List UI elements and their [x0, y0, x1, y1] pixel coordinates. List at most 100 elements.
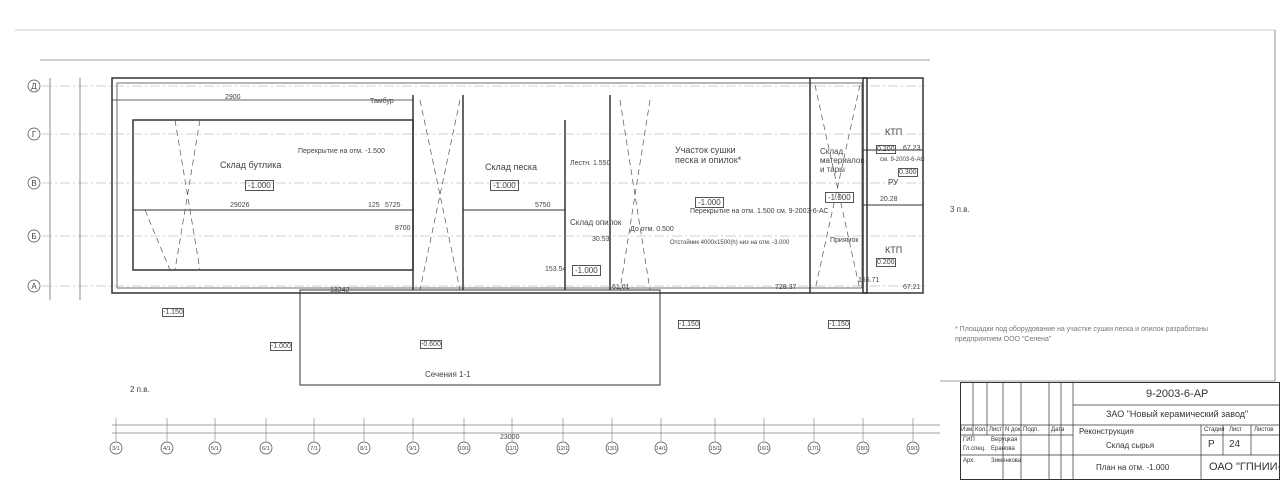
annotation: Перекрытие на отм. -1.500 — [298, 148, 385, 155]
row-axis-label: А — [31, 282, 37, 291]
role-cell: ГИП — [963, 437, 975, 443]
level-marker: 0.200 — [876, 145, 896, 154]
annotation: Приямок — [830, 237, 859, 244]
room-label: Склад опилок — [570, 218, 622, 227]
level-marker: -1.000 — [270, 342, 292, 351]
column-axis-bubble — [208, 441, 222, 455]
row-axis-bubble — [27, 79, 41, 93]
dimension: 153.54 — [545, 266, 567, 273]
level-marker: 0.300 — [898, 168, 918, 177]
drawing-code: 9-2003-6-АР — [1146, 388, 1209, 400]
stage-label: Стадия — [1204, 427, 1225, 433]
level-marker: -1.000 — [695, 197, 724, 208]
dimension: 5750 — [535, 202, 551, 209]
column-axis-label: 15/1 — [710, 446, 721, 452]
sheet-title: План на отм. -1.000 — [1096, 463, 1170, 472]
level-marker: -1.150 — [828, 320, 850, 329]
client-name: ЗАО "Новый керамический завод" — [1106, 409, 1249, 419]
column-axis-label: 7/1 — [310, 446, 318, 452]
column-axis-bubble — [807, 441, 821, 455]
annotation: Отстойник 4000x1500(h) низ на отм. -3.00… — [670, 240, 790, 246]
level-marker: -1.000 — [245, 180, 274, 191]
column-axis-bubble — [357, 441, 371, 455]
dimension: 61.01 — [612, 284, 630, 291]
column-axis-bubble — [259, 441, 273, 455]
level-marker: -1.000 — [490, 180, 519, 191]
column-axis-bubble — [906, 441, 920, 455]
dimension: 8700 — [395, 225, 411, 232]
column-axis-label: 19/1 — [908, 446, 919, 452]
dimension: 67.21 — [903, 284, 921, 291]
column-axis-bubble — [160, 441, 174, 455]
column-axis-bubble — [307, 441, 321, 455]
annotation: Лестн. 1.550 — [570, 160, 611, 167]
room-label: КТП — [885, 127, 903, 137]
level-marker: -1.150 — [162, 308, 184, 317]
dimension: 155.71 — [858, 277, 880, 284]
annotation: см. 9-2003-6-АС — [880, 157, 925, 163]
column-axis-label: 17/1 — [809, 446, 820, 452]
role-cell: Гл.спец. — [963, 446, 986, 452]
column-axis-label: 11/1 — [507, 446, 517, 452]
stage-value: Р — [1208, 439, 1215, 450]
column-axis-bubble — [757, 441, 771, 455]
row-axis-bubble — [27, 176, 41, 190]
column-axis-label: 16/1 — [759, 446, 770, 452]
organization: ОАО "ГПНИИ-5" — [1209, 461, 1280, 473]
row-axis-bubble — [27, 279, 41, 293]
column-axis-bubble — [556, 441, 570, 455]
title-block: 9-2003-6-АР ЗАО "Новый керамический заво… — [960, 382, 1280, 480]
dimension: 13242 — [330, 287, 350, 294]
dimension: 728.37 — [775, 284, 797, 291]
annotation: Перекрытие на отм. 1.500 см. 9-2003-6-АС — [690, 208, 829, 215]
name-cell: Еранова — [991, 446, 1015, 452]
dimension: 20.28 — [880, 196, 898, 203]
column-axis-label: 10/1 — [459, 446, 470, 452]
room-label: РУ — [888, 178, 899, 187]
row-axis-label: В — [31, 179, 36, 188]
room-label: КТП — [885, 245, 903, 255]
header-cell: Изм. — [961, 427, 974, 433]
column-axis-bubble — [505, 441, 519, 455]
column-axis-label: 8/1 — [360, 446, 368, 452]
name-cell: Веруцкая — [991, 437, 1018, 443]
row-axis-bubble — [27, 229, 41, 243]
level-marker: -1.000 — [825, 192, 854, 203]
dimension: 5725 — [385, 202, 401, 209]
level-marker: 0.200 — [876, 258, 896, 267]
level-marker: -1.150 — [678, 320, 700, 329]
column-axis-label: 6/1 — [262, 446, 270, 452]
dimension: 67.23 — [903, 145, 921, 152]
column-axis-label: 4/1 — [163, 446, 171, 452]
column-axis-bubble — [457, 441, 471, 455]
dimension: 29026 — [230, 202, 250, 209]
general-note: * Площадки под оборудование на участке с… — [955, 326, 1209, 343]
column-axis-bubble — [406, 441, 420, 455]
column-axis-bubble — [856, 441, 870, 455]
row-axis-label: Б — [31, 232, 36, 241]
section-mark: 3 п.в. — [950, 205, 970, 214]
level-marker: -0.600 — [420, 340, 442, 349]
row-axis-label: Г — [32, 130, 37, 139]
header-cell: N док. — [1005, 427, 1023, 433]
room-label: Склад песка — [485, 162, 538, 172]
project-name: Реконструкция — [1079, 427, 1134, 436]
header-cell: Кол. — [975, 427, 987, 433]
column-axis-bubble — [109, 441, 123, 455]
annotation: До отм. 0.500 — [630, 226, 674, 233]
sheet-label: Лист — [1229, 427, 1243, 433]
object-name: Склад сырья — [1106, 441, 1155, 450]
level-marker: -1.000 — [572, 265, 601, 276]
room-label: Тамбур — [370, 98, 394, 105]
title-block-grid — [961, 383, 1279, 479]
column-axis-label: 14/1 — [656, 446, 667, 452]
room-label: Склад материалов и тары — [820, 147, 865, 174]
column-axis-label: 13/1 — [607, 446, 618, 452]
row-axis-bubble — [27, 127, 41, 141]
row-axis-label: Д — [31, 82, 37, 91]
room-label: Склад бутлика — [220, 160, 282, 170]
column-axis-bubble — [654, 441, 668, 455]
column-axis-label: 12/1 — [558, 446, 569, 452]
header-cell: Подп. — [1023, 427, 1039, 433]
